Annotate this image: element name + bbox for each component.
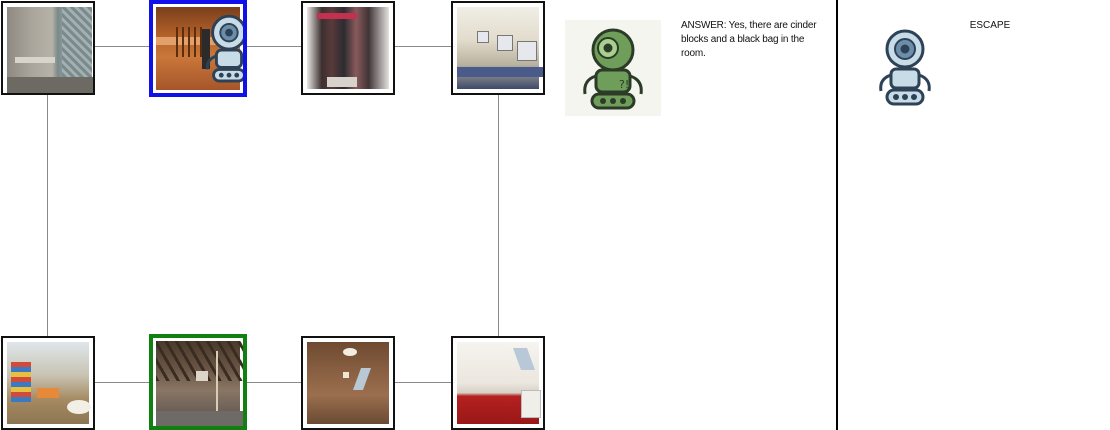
room-photo	[307, 7, 389, 89]
room-photo	[7, 342, 91, 424]
room-computer-lab[interactable]	[451, 1, 545, 95]
room-attic-red-carpet[interactable]	[451, 336, 545, 430]
map-edge	[47, 94, 48, 337]
room-photo	[7, 7, 93, 93]
room-attic-empty[interactable]	[301, 336, 395, 430]
map-edge	[94, 46, 150, 47]
room-attic-rafters[interactable]	[149, 334, 247, 430]
action-label: ESCAPE	[969, 20, 1011, 31]
room-classroom-playroom[interactable]	[1, 336, 95, 430]
map-edge	[395, 382, 452, 383]
agent-robot-icon	[205, 14, 243, 83]
map-edge	[395, 46, 452, 47]
oracle-panel: ?!	[565, 20, 661, 116]
room-bathroom-shower[interactable]	[1, 1, 95, 95]
room-map	[0, 0, 550, 430]
map-edge	[246, 46, 302, 47]
room-closet-clothes[interactable]	[301, 1, 395, 95]
map-edge	[94, 382, 150, 383]
panel-divider	[836, 0, 838, 430]
room-photo	[156, 341, 243, 426]
room-attic-wooden[interactable]	[149, 0, 247, 97]
room-photo	[457, 342, 541, 424]
answer-text: ANSWER: Yes, there are cinder blocks and…	[681, 20, 817, 59]
agent-robot-icon	[879, 29, 931, 106]
oracle-robot-icon: ?!	[583, 28, 643, 110]
map-edge	[246, 382, 302, 383]
map-edge	[498, 94, 499, 337]
room-photo	[457, 7, 543, 89]
room-photo	[307, 342, 389, 424]
svg-text:?!: ?!	[619, 78, 629, 91]
